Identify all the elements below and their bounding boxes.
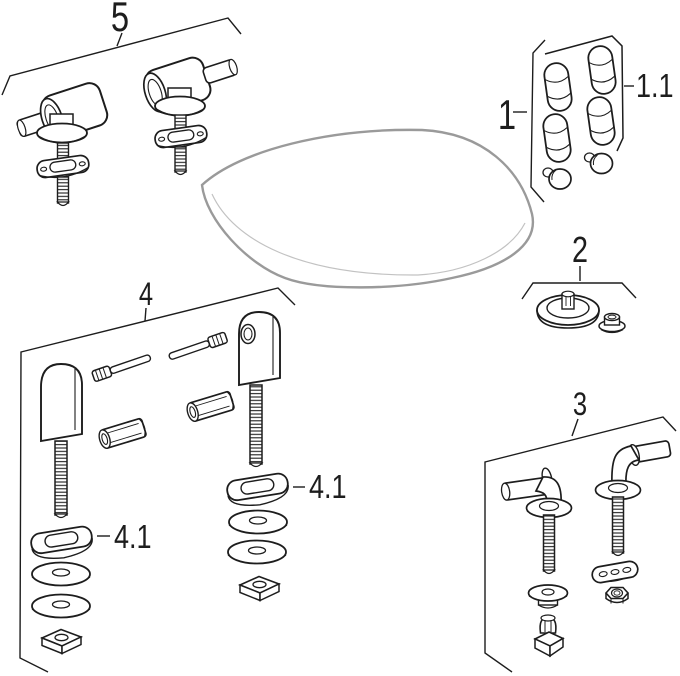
sleeve-dowel [186, 390, 235, 422]
part-group-1: 1 1.1 [498, 35, 674, 203]
hinge-right [142, 56, 238, 176]
square-nut [39, 628, 84, 655]
buffer-capsule [543, 62, 573, 112]
flange-nut [598, 312, 626, 334]
hex-nut [604, 586, 630, 604]
callout-1-1: 1.1 [636, 69, 674, 105]
buffer-screw [583, 152, 614, 175]
l-hinge-bolt-left [500, 467, 573, 575]
callout-5: 5 [111, 0, 129, 40]
washer-with-hub [527, 584, 569, 609]
callout-3: 3 [573, 387, 587, 422]
screw-rod [91, 354, 152, 382]
seat-inner-contour [211, 193, 526, 276]
group-3-bracket [484, 416, 677, 673]
callout-1: 1 [498, 91, 516, 138]
buffer-screw [542, 167, 572, 190]
seat-outline [200, 128, 535, 289]
part-group-4: 4 [19, 277, 347, 673]
flat-washer [31, 593, 91, 619]
callout-2: 2 [572, 229, 588, 270]
three-hole-plate [591, 560, 639, 584]
buffer-capsule [587, 45, 617, 95]
hinge-cover-left [40, 363, 83, 443]
damper-disc [536, 290, 600, 329]
callout-4-1-left: 4.1 [114, 520, 152, 556]
callout-5-tick [116, 32, 123, 47]
saddle-washer-4-1 [226, 472, 289, 506]
group-4-bracket [19, 287, 296, 673]
toilet-seat-lid [200, 128, 535, 289]
expansion-anchor [533, 614, 565, 658]
sleeve-dowel [98, 417, 147, 449]
callout-4-1-right: 4.1 [309, 470, 347, 506]
hinge-cover-right [238, 311, 281, 387]
part-group-5: 5 [1, 0, 242, 207]
screw-rod [168, 331, 228, 360]
buffer-capsule [586, 96, 616, 146]
callout-4: 4 [139, 277, 153, 312]
flat-washer [31, 561, 91, 587]
buffer-capsule [542, 113, 572, 163]
flat-washer [228, 509, 288, 535]
threaded-bolt [249, 384, 263, 465]
part-group-2: 2 [521, 229, 637, 334]
flat-washer [227, 539, 287, 565]
group-5-bracket [1, 17, 242, 96]
saddle-washer-4-1 [30, 525, 93, 559]
square-nut [237, 575, 282, 602]
part-group-3: 3 [484, 387, 677, 673]
l-hinge-bolt-right [594, 440, 672, 557]
callout-4-tick [144, 307, 147, 322]
callout-3-tick [571, 418, 579, 437]
threaded-bolt [54, 440, 68, 516]
group-1-pack-outline [544, 35, 624, 152]
hinge-left [16, 82, 109, 207]
group-2-bracket [521, 282, 637, 300]
group-1-bracket-left [530, 39, 546, 203]
